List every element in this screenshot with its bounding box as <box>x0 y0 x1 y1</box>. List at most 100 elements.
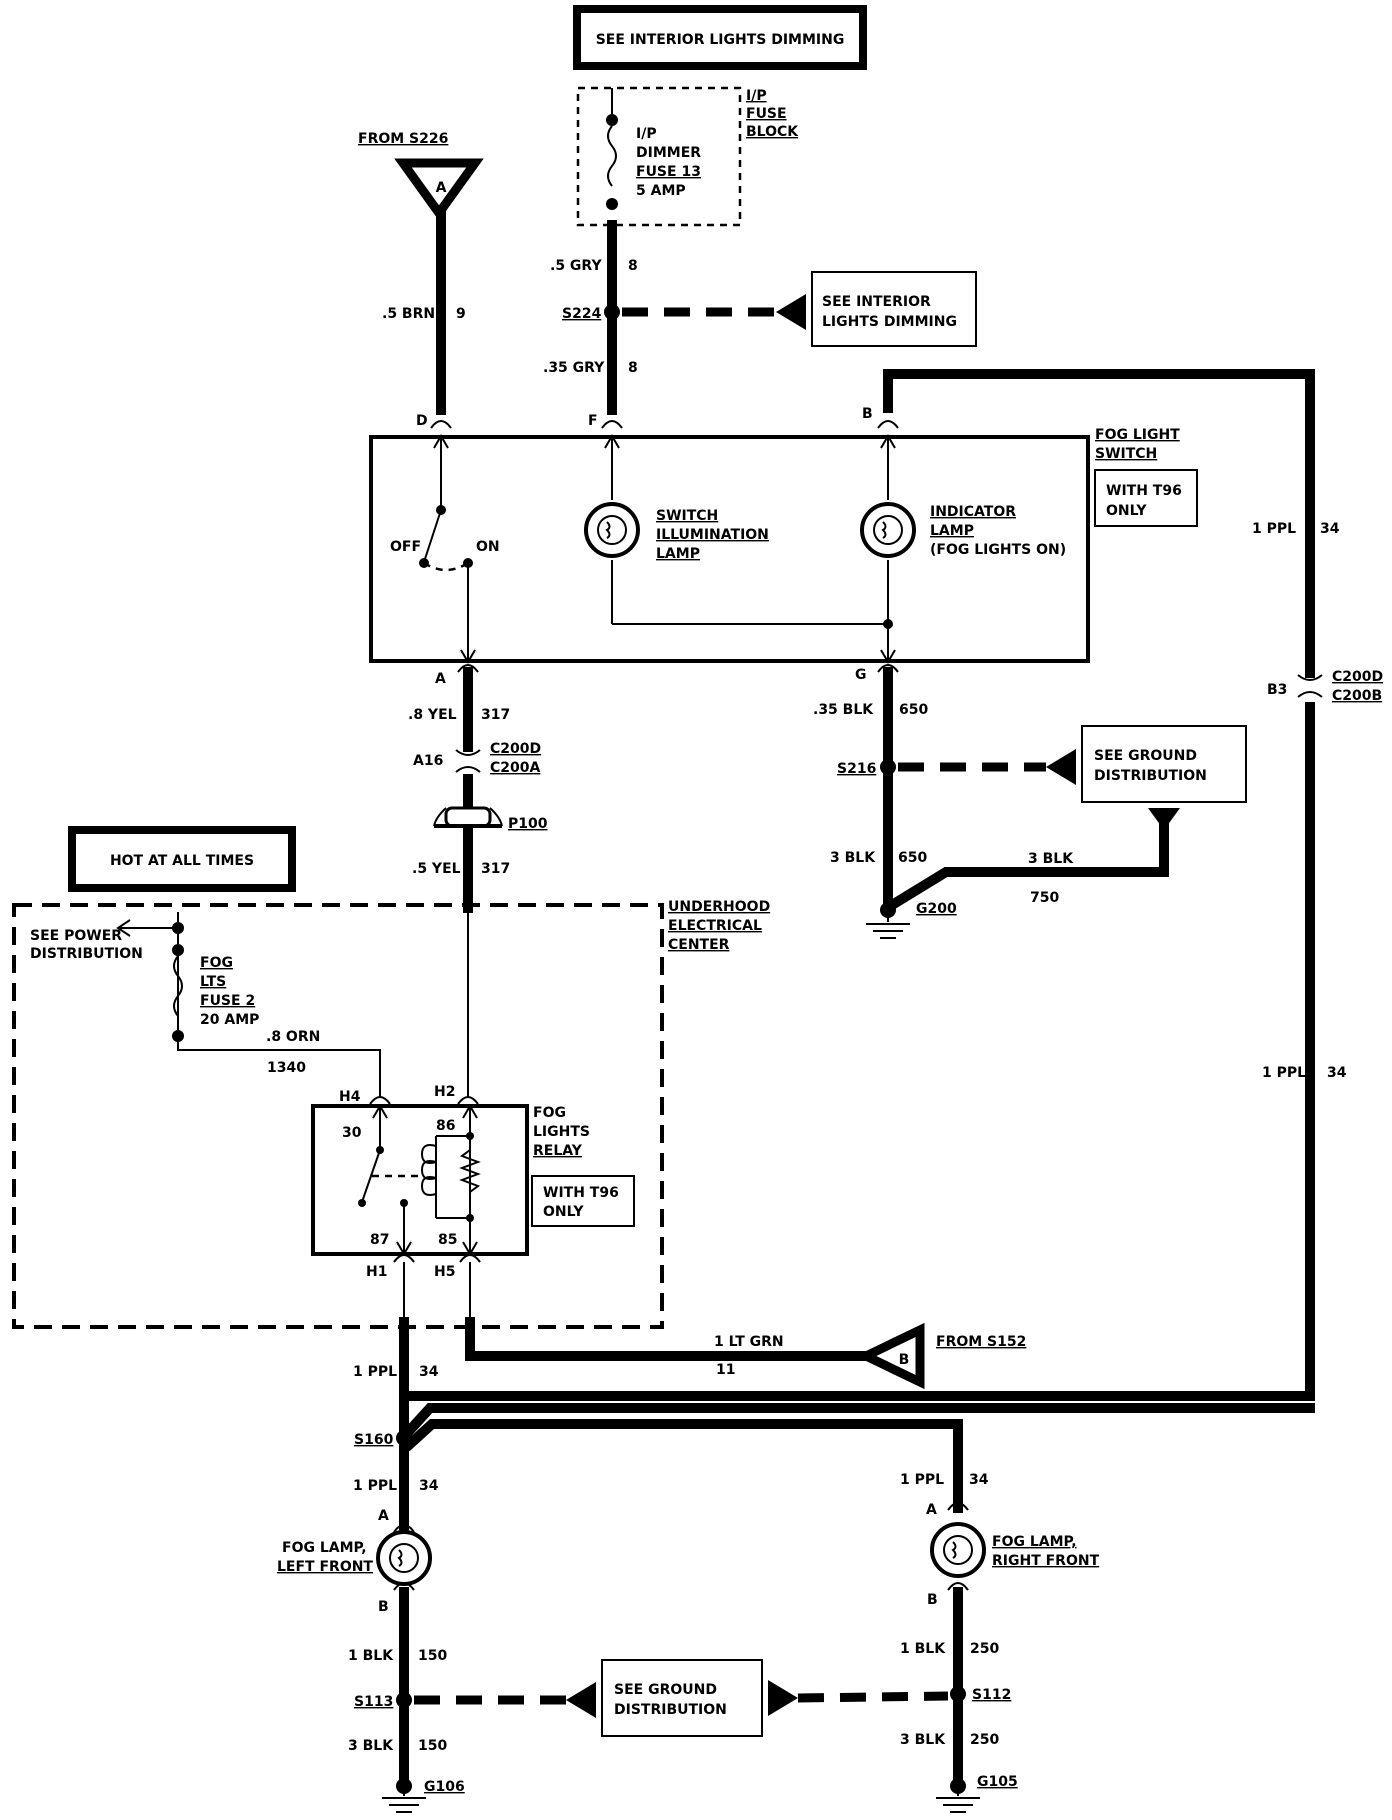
wire-blk150b-num: 150 <box>418 1738 447 1754</box>
hot-at-all-times-text: HOT AT ALL TIMES <box>110 853 254 869</box>
fog-light-switch-label-2: SWITCH <box>1095 446 1157 462</box>
wire-ppl-left-num: 34 <box>419 1478 439 1494</box>
indicator-lamp-label-2: LAMP <box>930 523 974 539</box>
with-t96-switch-1: WITH T96 <box>1106 483 1182 499</box>
interior-dimming-box: SEE INTERIOR LIGHTS DIMMING <box>811 271 977 347</box>
fog-lamp-right-label-1: FOG LAMP, <box>992 1534 1077 1550</box>
p100-label: P100 <box>508 816 548 832</box>
conn-c200b: C200B <box>1332 688 1382 704</box>
fog-lamp-right-front: A B FOG LAMP, RIGHT FRONT <box>926 1502 1100 1608</box>
wire-blk-750 <box>885 823 1169 912</box>
switch-lamp-label-3: LAMP <box>656 546 700 562</box>
pin-b3: B3 <box>1267 682 1287 698</box>
with-t96-relay-2: ONLY <box>543 1204 584 1220</box>
pin-g: G <box>855 667 867 683</box>
wire-blk250a-num: 250 <box>970 1641 999 1657</box>
pin-a-switch: A <box>435 671 446 687</box>
indicator-lamp-label-3: (FOG LIGHTS ON) <box>930 542 1066 558</box>
wire-blk650b-num: 650 <box>898 850 927 866</box>
wire-ppl-right-num: 34 <box>969 1472 989 1488</box>
wire-orn-num: 1340 <box>267 1060 306 1076</box>
fog-relay-label-2: LIGHTS <box>533 1124 590 1140</box>
fog-relay-label-3: RELAY <box>533 1143 583 1159</box>
ground-dist-1-line1: SEE GROUND <box>1094 748 1197 764</box>
underhood-label-3: CENTER <box>668 937 730 953</box>
ip-fuse-block-label-3: BLOCK <box>746 124 799 140</box>
ground-dist-2-line2: DISTRIBUTION <box>614 1702 727 1718</box>
underhood-label-1: UNDERHOOD <box>668 899 770 915</box>
interior-dimming-box-line1: SEE INTERIOR <box>822 294 931 310</box>
wire-yel1-num: 317 <box>481 707 510 723</box>
ground-g105-label: G105 <box>977 1774 1018 1790</box>
wire-blk750-num: 750 <box>1030 890 1059 906</box>
wire-ppl-low-num: 34 <box>419 1364 439 1380</box>
wire-lt-grn-11 <box>465 1317 871 1361</box>
pin-rf-a: A <box>926 1502 937 1518</box>
ground-g106-label: G106 <box>424 1779 465 1795</box>
power-dist-line2: DISTRIBUTION <box>30 946 143 962</box>
wire-ppl-low-size: 1 PPL <box>353 1364 397 1380</box>
ip-fuse-block-label-2: FUSE <box>746 106 787 122</box>
ground-dist-box-1: SEE GROUND DISTRIBUTION <box>1081 725 1247 803</box>
dashed-ground-dist-right <box>797 1691 949 1703</box>
ip-fuse-block-label-1: I/P <box>746 88 767 104</box>
wire-blk650a-num: 650 <box>899 702 928 718</box>
fog-light-switch: FOG LIGHT SWITCH WITH T96 ONLY D F B OFF… <box>369 406 1198 687</box>
pin-h1: H1 <box>366 1264 387 1280</box>
underhood-electrical-center: UNDERHOOD ELECTRICAL CENTER SEE POWER DI… <box>12 899 770 1329</box>
ground-g106: G106 <box>382 1778 465 1813</box>
pin-h5: H5 <box>434 1264 455 1280</box>
dimmer-fuse-label-3: FUSE 13 <box>636 164 701 180</box>
wire-blk250a-size: 1 BLK <box>900 1641 946 1657</box>
wire-blk750-size: 3 BLK <box>1028 851 1074 867</box>
interior-dimming-box-line2: LIGHTS DIMMING <box>822 314 957 330</box>
splice-s112-label: S112 <box>972 1687 1011 1703</box>
wire-blk250b-num: 250 <box>970 1732 999 1748</box>
splice-s113 <box>396 1692 412 1708</box>
wire-orn-size: .8 ORN <box>266 1029 320 1045</box>
fog-lamp-left-front: A B FOG LAMP, LEFT FRONT <box>277 1508 432 1615</box>
wire-yel1-size: .8 YEL <box>408 707 457 723</box>
interior-dimming-note-top: SEE INTERIOR LIGHTS DIMMING <box>573 5 867 70</box>
indicator-lamp-label-1: INDICATOR <box>930 504 1016 520</box>
conn-c200d-b: C200D <box>1332 669 1383 685</box>
wire-ppl-top-size: 1 PPL <box>1252 521 1296 537</box>
pin-f: F <box>588 413 598 429</box>
splice-s216 <box>880 759 896 775</box>
switch-off-label: OFF <box>390 539 421 555</box>
relay-pin-30: 30 <box>342 1125 362 1141</box>
wire-brn-size: .5 BRN <box>382 306 435 322</box>
pin-b-top: B <box>862 406 873 422</box>
wire-ppl-34-right <box>407 369 1315 1401</box>
wire-gry1-size: .5 GRY <box>550 258 602 274</box>
source-a-triangle: FROM S226 A <box>358 131 484 221</box>
pin-h2: H2 <box>434 1084 455 1100</box>
conn-c200a: C200A <box>490 760 540 776</box>
wire-blk150b-size: 3 BLK <box>348 1738 394 1754</box>
wire-grn-num: 11 <box>716 1362 735 1378</box>
switch-lamp-label-2: ILLUMINATION <box>656 527 769 543</box>
ground-dist-1-line2: DISTRIBUTION <box>1094 768 1207 784</box>
from-s152-label: FROM S152 <box>936 1334 1026 1350</box>
relay-pin-87: 87 <box>370 1232 389 1248</box>
with-t96-relay-1: WITH T96 <box>543 1185 619 1201</box>
switch-on-label: ON <box>476 539 500 555</box>
dimmer-fuse-label-1: I/P <box>636 126 657 142</box>
wire-gry1-num: 8 <box>628 258 638 274</box>
pin-a16: A16 <box>413 753 443 769</box>
wire-ppl-mid-num: 34 <box>1327 1065 1347 1081</box>
p100-grommet: P100 <box>433 806 548 832</box>
ground-g200-label: G200 <box>916 901 957 917</box>
fog-fuse-label-1: FOG <box>200 955 233 971</box>
dimmer-fuse-label-4: 5 AMP <box>636 183 686 199</box>
switch-lamp-label-1: SWITCH <box>656 508 718 524</box>
pin-rf-b: B <box>927 1592 938 1608</box>
interior-dimming-note-top-text: SEE INTERIOR LIGHTS DIMMING <box>596 32 845 48</box>
source-b-letter: B <box>899 1352 910 1368</box>
fog-lamp-right-label-2: RIGHT FRONT <box>992 1553 1100 1569</box>
wire-blk150a-size: 1 BLK <box>348 1648 394 1664</box>
underhood-label-2: ELECTRICAL <box>668 918 762 934</box>
fog-lamp-left-label-1: FOG LAMP, <box>282 1540 367 1556</box>
fog-fuse-label-4: 20 AMP <box>200 1012 259 1028</box>
wire-brn-num: 9 <box>456 306 466 322</box>
